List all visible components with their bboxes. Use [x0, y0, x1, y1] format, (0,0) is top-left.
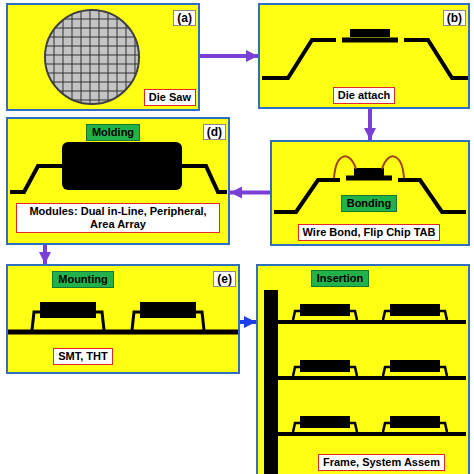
label-slot: Die attach: [333, 85, 396, 104]
step-title: Mounting: [52, 271, 113, 288]
package: [390, 416, 440, 428]
card-row: [278, 360, 466, 378]
package-lead: [383, 311, 390, 320]
step-title: Insertion: [311, 270, 369, 287]
panel-letter: (e): [213, 271, 236, 287]
package: [40, 302, 96, 318]
label-slot: SMT, THT: [53, 346, 113, 365]
package-lead: [383, 367, 390, 376]
step-caption: Die attach: [333, 87, 396, 104]
package-lead: [350, 367, 357, 376]
card-board: [278, 432, 466, 436]
package-lead: [383, 423, 390, 432]
bond-wire: [382, 156, 404, 178]
card-board: [278, 320, 466, 324]
package-lead: [293, 423, 300, 432]
package: [390, 304, 440, 316]
lead-frame: [274, 180, 340, 212]
lead-frame: [262, 40, 336, 78]
die: [354, 168, 384, 176]
mold-body: [62, 142, 182, 190]
process-panel: BondingWire Bond, Flip Chip TAB: [270, 140, 470, 246]
die-paddle: [342, 38, 398, 43]
label-slot: (e): [213, 269, 236, 287]
package-lead: [293, 311, 300, 320]
package-lead: [293, 367, 300, 376]
step-title: Molding: [86, 124, 140, 141]
circuit-board: [8, 330, 238, 335]
label-slot: Bonding: [341, 193, 398, 212]
flow-arrow: [43, 245, 47, 264]
card-board: [278, 376, 466, 380]
package: [300, 304, 350, 316]
label-slot: Mounting: [52, 269, 113, 288]
lead-frame: [398, 180, 466, 212]
panel-letter: (a): [173, 10, 196, 26]
step-caption: Die Saw: [144, 89, 196, 106]
step-caption: Frame, System Assem: [318, 454, 445, 471]
flow-arrow: [368, 109, 372, 140]
package-lead: [440, 423, 447, 432]
panel-letter: (d): [203, 124, 226, 140]
package-lead: [196, 312, 204, 330]
label-slot: (b): [443, 8, 466, 26]
package-lead: [10, 166, 62, 192]
step-caption: SMT, THT: [53, 348, 113, 365]
package-lead: [32, 312, 40, 330]
step-caption: Wire Bond, Flip Chip TAB: [298, 224, 441, 241]
package-lead: [182, 166, 227, 192]
label-slot: Frame, System Assem: [318, 452, 445, 471]
die-paddle: [346, 176, 392, 181]
wafer-outline: [45, 10, 139, 104]
lead-frame: [404, 40, 468, 78]
wafer-grid: [45, 10, 139, 104]
panel-letter: (b): [443, 10, 466, 26]
package-lead: [440, 367, 447, 376]
card-row: [278, 416, 466, 434]
label-slot: (a): [173, 8, 196, 26]
flow-arrow: [240, 320, 256, 324]
step-title: Bonding: [341, 195, 398, 212]
package: [390, 360, 440, 372]
flow-arrow: [230, 191, 270, 195]
package-lead: [96, 312, 104, 330]
package: [300, 360, 350, 372]
label-slot: Wire Bond, Flip Chip TAB: [298, 222, 441, 241]
package-lead: [440, 311, 447, 320]
label-slot: (d): [203, 122, 226, 140]
label-slot: Molding: [86, 122, 140, 141]
label-slot: Modules: Dual in-Line, Peripheral, Area …: [16, 203, 220, 233]
step-caption: Modules: Dual in-Line, Peripheral, Area …: [16, 203, 220, 233]
bond-wire: [334, 156, 356, 178]
package: [140, 302, 196, 318]
label-slot: Insertion: [311, 268, 369, 287]
package-lead: [132, 312, 140, 330]
card-row: [278, 304, 466, 322]
flow-arrow: [200, 54, 258, 58]
die: [350, 29, 390, 37]
label-slot: Die Saw: [144, 87, 196, 106]
process-panel: Mounting (e) SMT, THT: [6, 264, 240, 374]
package-lead: [350, 311, 357, 320]
package: [300, 416, 350, 428]
backplane-frame: [264, 290, 278, 474]
package-lead: [350, 423, 357, 432]
